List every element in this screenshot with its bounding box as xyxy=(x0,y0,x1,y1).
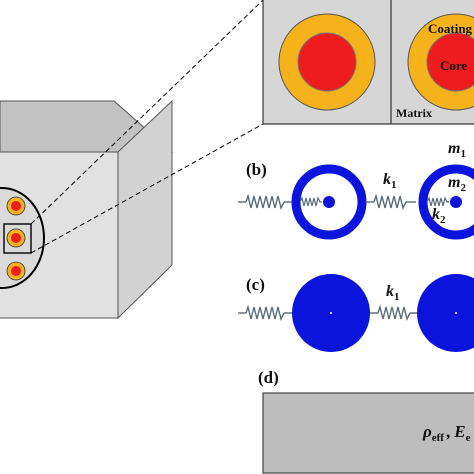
magnified-region xyxy=(0,187,45,289)
matrix-label: Matrix xyxy=(396,106,432,120)
core-label: Core xyxy=(440,58,467,73)
coated-particle xyxy=(278,13,376,111)
coating-label: Coating xyxy=(428,21,473,36)
panel-c: (c) k1 xyxy=(238,274,474,352)
zoom-line-bottom xyxy=(30,123,264,254)
unit-cell-inset: Coating Core Matrix xyxy=(262,0,474,125)
outer-mass-ring xyxy=(291,164,367,240)
panel-c-label: (c) xyxy=(246,275,265,294)
k1-label: k1 xyxy=(386,283,400,303)
k1-label: k1 xyxy=(383,171,397,191)
panel-b-label: (b) xyxy=(246,160,267,179)
inner-mass xyxy=(450,196,462,208)
k2-label: k2 xyxy=(432,206,446,226)
inner-mass xyxy=(323,196,335,208)
core-sphere xyxy=(297,32,357,92)
inclusion-particle xyxy=(6,228,26,248)
spring-k2-inner xyxy=(299,196,322,207)
spring-k1-middle xyxy=(370,304,418,322)
effective-mass xyxy=(417,274,474,352)
spring-k1-left xyxy=(238,193,294,211)
panel-d-label: (d) xyxy=(258,368,279,387)
mass-center-dot xyxy=(330,312,332,314)
m2-label: m2 xyxy=(448,174,466,194)
core-sphere xyxy=(426,32,474,92)
panel-b: (b) k1 m1 m2 xyxy=(238,140,474,240)
spring-k1-middle xyxy=(366,193,416,211)
composite-cube xyxy=(0,99,174,320)
effective-properties-label: ρeff,Ee xyxy=(422,422,471,444)
zoom-line-top xyxy=(30,0,264,225)
panel-d: (d) ρeff,Ee xyxy=(258,368,474,474)
effective-medium-block xyxy=(262,392,474,474)
coated-particle xyxy=(407,13,474,111)
m1-label: m1 xyxy=(448,140,466,160)
outer-mass-ring xyxy=(418,164,474,240)
unit-cell-outline xyxy=(3,223,32,254)
inclusion-particle xyxy=(6,196,26,216)
mass-center-dot xyxy=(455,312,457,314)
inclusion-particle xyxy=(6,261,26,281)
spring-k2-inner xyxy=(426,196,449,207)
spring-k1-left xyxy=(238,304,294,322)
